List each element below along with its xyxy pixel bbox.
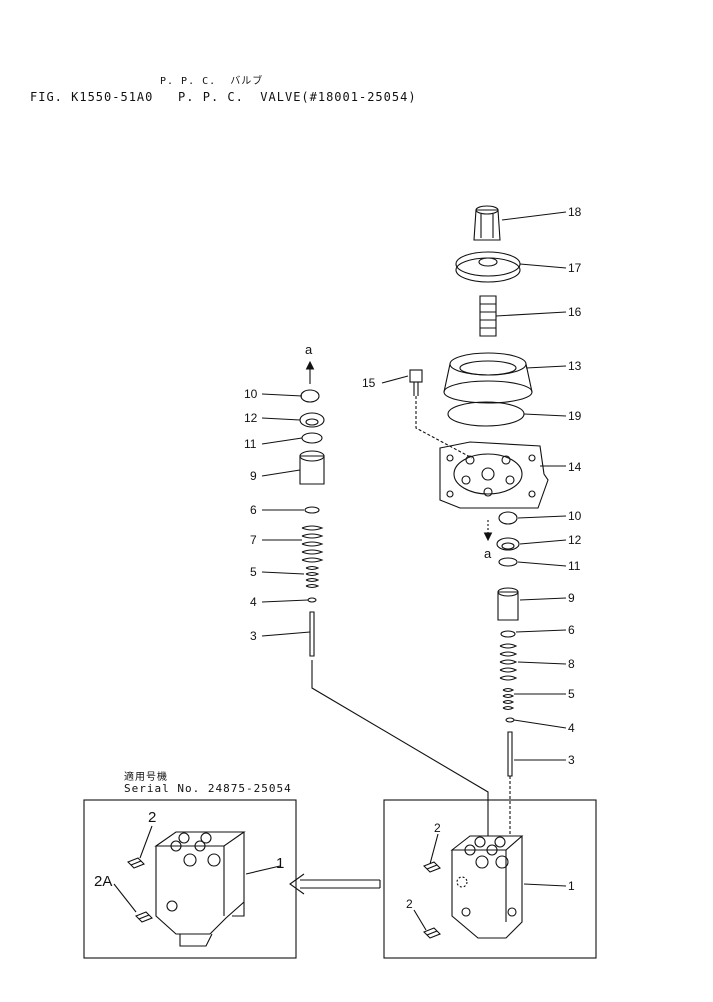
callout-a-left: a — [305, 342, 313, 357]
callout-5-left: 5 — [250, 565, 257, 579]
callout-9-right: 9 — [568, 591, 575, 605]
part-14-plate — [439, 441, 549, 509]
valve-body-left — [154, 831, 246, 947]
right-stack-small-parts — [496, 511, 520, 836]
callout-1-right: 1 — [568, 879, 575, 893]
guide-line-left-stack — [311, 660, 489, 836]
figure-title: FIG. K1550-51A0 P. P. C. VALVE(#18001-25… — [30, 90, 417, 104]
part-19-ring — [447, 401, 525, 427]
callout-3-left: 3 — [250, 629, 257, 643]
part-18-nut — [473, 205, 501, 241]
title-japanese: P. P. C. バルブ — [160, 76, 264, 87]
callout-8: 8 — [568, 657, 575, 671]
callout-11-right: 11 — [568, 559, 581, 573]
callout-6-left: 6 — [250, 503, 257, 517]
callout-10-right: 10 — [568, 509, 582, 523]
callout-12-left: 12 — [244, 411, 258, 425]
part-15-bolt — [409, 369, 473, 459]
valve-body-right — [450, 835, 524, 939]
callout-13: 13 — [568, 359, 582, 373]
callout-14: 14 — [568, 460, 582, 474]
callout-2-left: 2 — [148, 809, 156, 826]
serial-label-japanese: 適用号機 — [124, 772, 168, 783]
callout-5-right: 5 — [568, 687, 575, 701]
plug-2-left — [127, 857, 145, 869]
callout-6-right: 6 — [568, 623, 575, 637]
plug-2-right-upper — [423, 861, 441, 873]
left-stack-parts — [299, 389, 325, 657]
callout-3-right: 3 — [568, 753, 575, 767]
inset-box-left — [83, 799, 297, 959]
callout-9-left: 9 — [250, 469, 257, 483]
plug-2a-left — [135, 911, 153, 923]
serial-number: Serial No. 24875-25054 — [124, 782, 292, 795]
callout-12-right: 12 — [568, 533, 582, 547]
part-17-disk — [455, 251, 521, 283]
callout-a-right: a — [484, 546, 492, 561]
callout-numbers: 18 17 16 13 19 15 14 10 12 11 9 6 8 5 4 … — [94, 205, 582, 911]
callout-19: 19 — [568, 409, 582, 423]
part-16-joint — [479, 295, 497, 337]
leader-lines — [113, 211, 567, 931]
callout-17: 17 — [568, 261, 582, 275]
callout-2-right-upper: 2 — [434, 821, 441, 835]
assembly-arrow — [289, 873, 381, 895]
callout-4-right: 4 — [568, 721, 575, 735]
callout-2-right-lower: 2 — [406, 897, 413, 911]
plug-2-right-lower — [423, 927, 441, 939]
callout-18: 18 — [568, 205, 582, 219]
callout-4-left: 4 — [250, 595, 257, 609]
callout-2a-left: 2A — [94, 873, 112, 890]
callout-11-left: 11 — [244, 437, 257, 451]
part-13-boot — [443, 352, 533, 404]
callout-16: 16 — [568, 305, 582, 319]
inset-box-right — [383, 799, 597, 959]
callout-10-left: 10 — [244, 387, 258, 401]
callout-7: 7 — [250, 533, 257, 547]
callout-15: 15 — [362, 376, 376, 390]
callout-1-left: 1 — [276, 855, 284, 872]
